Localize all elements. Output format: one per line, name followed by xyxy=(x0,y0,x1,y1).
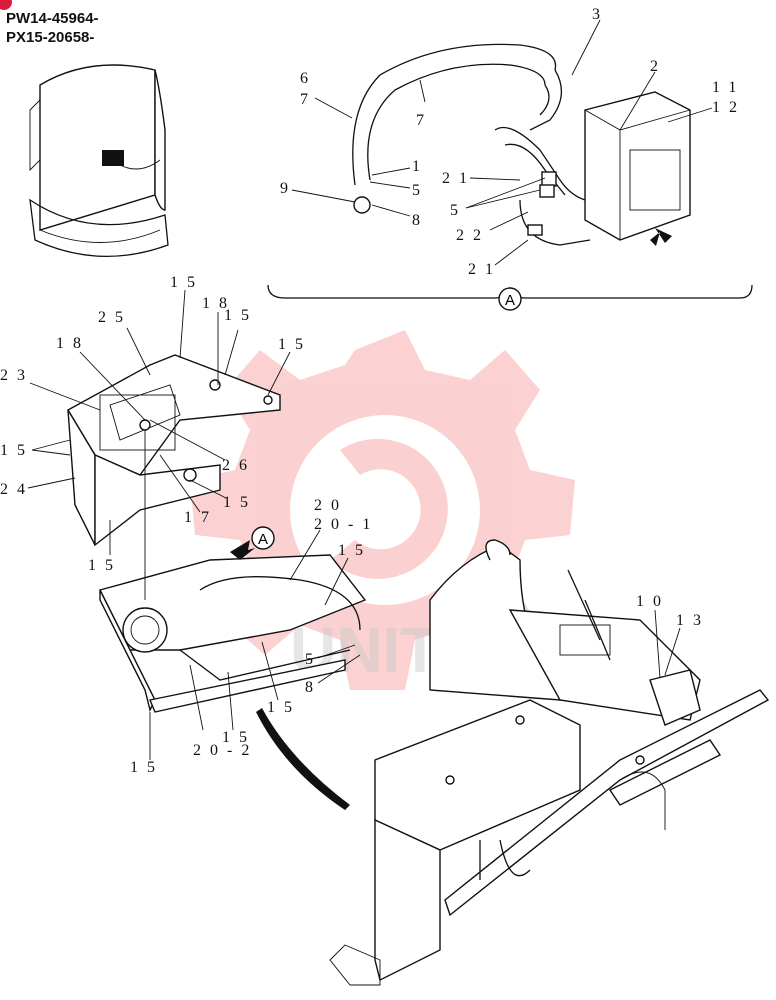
detail-a-assembly xyxy=(267,43,753,299)
callout-26: 26 xyxy=(222,457,256,474)
view-marker-middle-label: A xyxy=(258,531,268,548)
callout-12: 12 xyxy=(712,99,746,116)
callout-6: 6 xyxy=(300,70,317,87)
callout-24: 24 xyxy=(0,481,34,498)
callout-18b: 18 xyxy=(56,335,90,352)
callout-15b: 15 xyxy=(224,307,258,324)
callout-21b: 21 xyxy=(468,261,502,278)
callout-15e: 15 xyxy=(223,494,257,511)
callout-5b: 5 xyxy=(450,202,467,219)
cab-illustration xyxy=(29,64,169,257)
callout-20-1: 20-1 xyxy=(314,516,379,533)
view-arrow-icon xyxy=(230,540,255,560)
view-marker-top-label: A xyxy=(505,292,515,309)
callout-7b: 7 xyxy=(416,112,433,129)
duct-opening xyxy=(122,607,168,653)
callout-15a: 15 xyxy=(170,274,204,291)
callout-22: 22 xyxy=(456,227,490,244)
serial-number-2: PX15-20658- xyxy=(6,29,95,46)
machine-frame xyxy=(329,539,770,986)
callout-23: 23 xyxy=(0,367,34,384)
callout-15c: 15 xyxy=(278,336,312,353)
hose-clamp-9 xyxy=(353,196,371,214)
view-marker-top: A xyxy=(498,287,522,311)
leader-lines xyxy=(27,19,713,760)
callout-20-2: 20-2 xyxy=(193,742,258,759)
callout-1: 1 xyxy=(412,158,429,175)
callout-25: 25 xyxy=(98,309,132,326)
callout-13: 13 xyxy=(676,612,710,629)
callout-20: 20 xyxy=(314,497,348,514)
callout-10: 10 xyxy=(636,593,670,610)
callout-5c: 5 xyxy=(305,651,322,668)
callout-8a: 8 xyxy=(412,212,429,229)
callout-3: 3 xyxy=(592,6,609,23)
callout-15h: 15 xyxy=(267,699,301,716)
callout-15d: 15 xyxy=(0,442,34,459)
callout-15g: 15 xyxy=(88,557,122,574)
view-marker-middle: A xyxy=(251,526,275,550)
callout-labels: 3 2 11 12 6 7 7 1 5 8 9 21 5 22 21 15 18… xyxy=(0,6,746,776)
callout-15j: 15 xyxy=(130,759,164,776)
callout-11: 11 xyxy=(712,79,745,96)
assembly-arrow-icon xyxy=(256,708,350,810)
callout-15f: 15 xyxy=(338,542,372,559)
callout-9: 9 xyxy=(280,180,297,197)
corner-badge xyxy=(0,0,12,10)
callout-8b: 8 xyxy=(305,679,322,696)
callout-5a: 5 xyxy=(412,182,429,199)
callout-21a: 21 xyxy=(442,170,476,187)
callout-7a: 7 xyxy=(300,91,317,108)
duct-assembly xyxy=(67,354,367,810)
connector-icon xyxy=(102,150,124,166)
serial-number-1: PW14-45964- xyxy=(6,10,99,27)
callout-17: 17 xyxy=(184,509,218,526)
callout-15i: 15 xyxy=(222,729,256,746)
direction-arrow-icon xyxy=(650,228,672,246)
callout-2: 2 xyxy=(650,58,667,75)
callout-18a: 18 xyxy=(202,295,236,312)
